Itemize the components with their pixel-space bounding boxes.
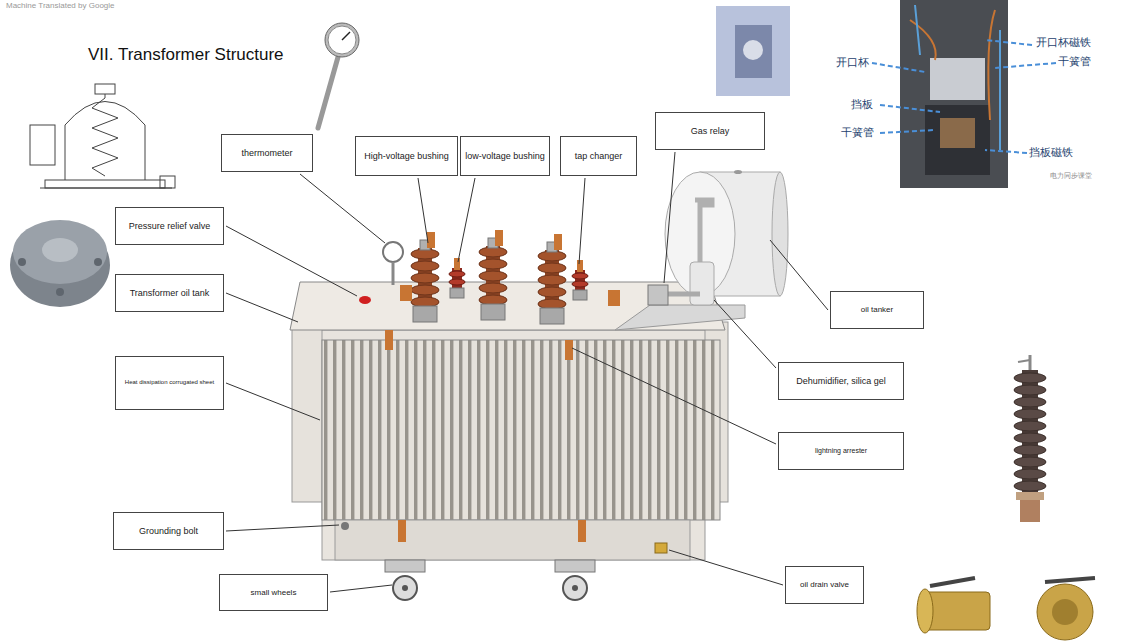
label-box: lightning arrester [778, 432, 904, 470]
part-name: High-voltage bushing [364, 151, 449, 162]
title: VII. Transformer Structure [88, 45, 284, 65]
label-box: low-voltage bushing [460, 136, 550, 176]
watermark: Machine Translated by Google [6, 2, 115, 11]
part-label: 开口杯 [836, 56, 869, 68]
label-box: tap changer [560, 136, 637, 176]
label-box: Transformer oil tank [115, 274, 224, 312]
part-label: 干簧管 [1058, 55, 1091, 67]
part-name: lightning arrester [815, 447, 867, 455]
part-name: oil drain valve [800, 580, 849, 590]
watermark: 电力同步课堂 [1050, 172, 1092, 180]
part-name: small wheels [251, 588, 297, 598]
part-label: 干簧管 [841, 126, 874, 138]
part-name: oil tanker [861, 305, 893, 315]
part-name: low-voltage bushing [465, 151, 545, 162]
label-box: thermometer [221, 134, 313, 172]
label-box: Grounding bolt [113, 512, 224, 550]
label-box: oil drain valve [785, 566, 864, 604]
part-label: 挡板 [851, 98, 873, 110]
part-name: tap changer [575, 151, 623, 162]
label-box: Dehumidifier, silica gel [778, 362, 904, 400]
label-box: oil tanker [830, 291, 924, 329]
part-name: Gas relay [691, 126, 730, 137]
part-name: Grounding bolt [139, 526, 198, 537]
part-name: Heat dissipation corrugated sheet [125, 379, 214, 386]
label-box: Heat dissipation corrugated sheet [115, 356, 224, 410]
label-box: small wheels [219, 574, 328, 611]
label-box: High-voltage bushing [355, 136, 458, 176]
part-name: thermometer [241, 148, 292, 159]
label-box: Pressure relief valve [115, 207, 224, 245]
part-label: 开口杯磁铁 [1036, 36, 1091, 48]
part-name: Dehumidifier, silica gel [796, 376, 886, 387]
part-name: Pressure relief valve [129, 221, 211, 232]
part-name: Transformer oil tank [130, 288, 210, 299]
label-box: Gas relay [655, 112, 765, 150]
part-label: 挡板磁铁 [1029, 146, 1073, 158]
